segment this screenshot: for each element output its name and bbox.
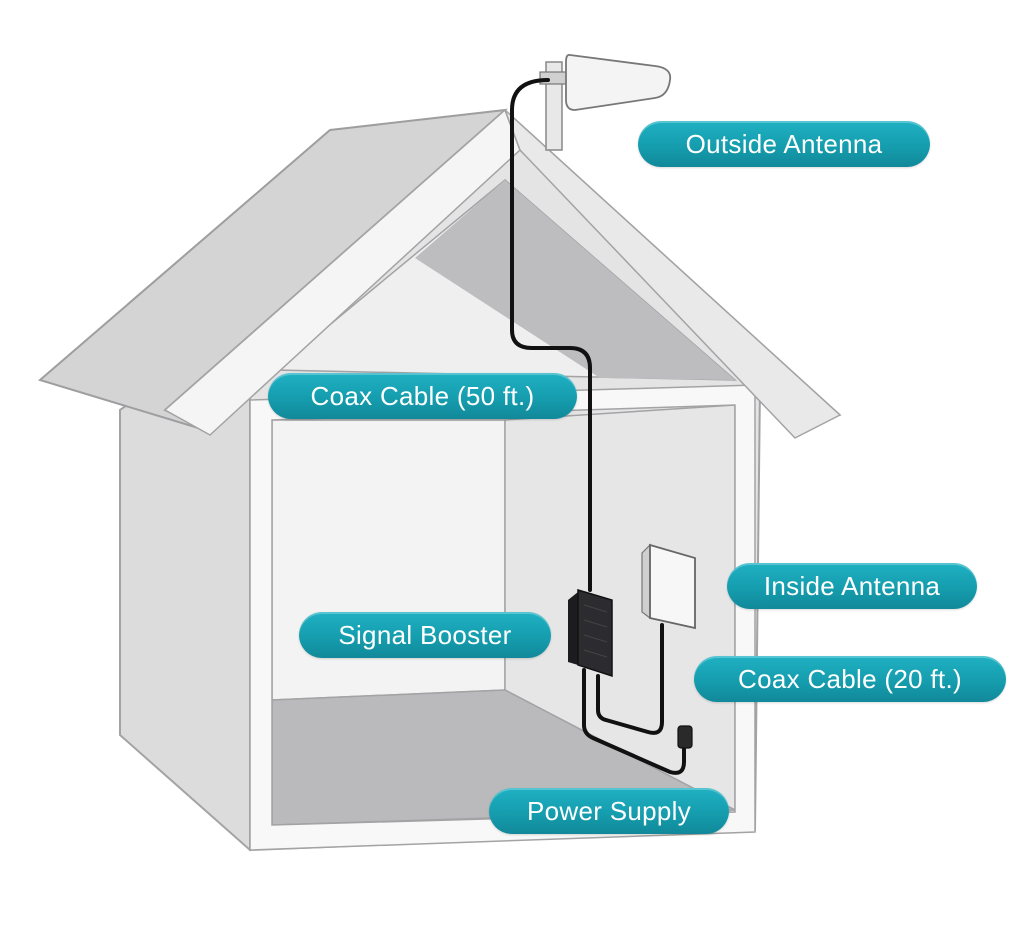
front-frame (249, 384, 756, 851)
room-left-wall (271, 419, 506, 701)
label-signal-booster: Signal Booster (299, 612, 551, 658)
label-coax-cable-20ft: Coax Cable (20 ft.) (694, 656, 1006, 702)
coax-cable-20ft (596, 623, 664, 735)
power-cable (582, 668, 686, 775)
inside-antenna-face (649, 543, 696, 630)
antenna-panel (565, 53, 672, 111)
inside-antenna-graphic (641, 543, 696, 630)
label-power-supply: Power Supply (489, 788, 729, 834)
booster-body (577, 588, 613, 678)
label-coax-cable-50ft: Coax Cable (50 ft.) (268, 373, 577, 419)
roof-right (504, 109, 842, 439)
inside-antenna-side (641, 543, 651, 620)
coax-cable-50ft (510, 78, 592, 592)
house (37, 108, 842, 852)
label-outside-antenna: Outside Antenna (638, 121, 930, 167)
outside-antenna-graphic (539, 53, 672, 151)
label-inside-antenna: Inside Antenna (727, 563, 977, 609)
booster-side (568, 592, 578, 665)
signal-booster-graphic (568, 588, 613, 678)
attic-shadow (415, 180, 735, 380)
power-supply-unit (677, 725, 693, 749)
